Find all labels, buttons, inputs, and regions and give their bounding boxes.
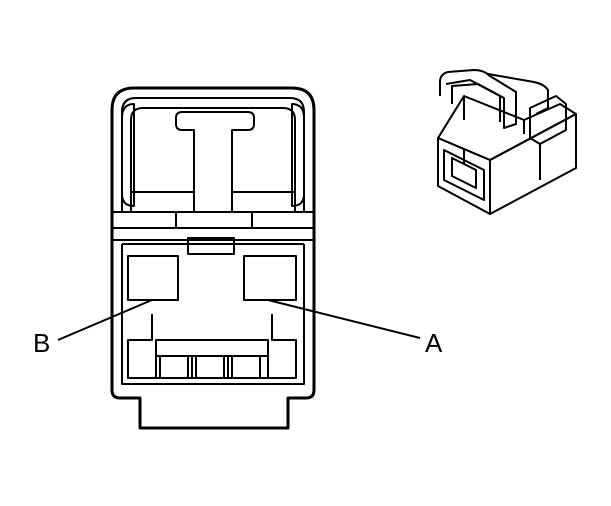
callout-label-b: B (33, 328, 51, 358)
latch-inner-frame-2 (130, 107, 296, 212)
terminal-window-b (127, 255, 179, 301)
lower-slot (155, 339, 269, 379)
iso-box-side (489, 113, 577, 215)
iso-side-step (529, 95, 567, 145)
callout-label-a: A (425, 328, 443, 358)
lower-tab-center (195, 355, 225, 379)
center-notch (187, 237, 235, 255)
iso-front-opening-inner (451, 157, 477, 189)
connector-body-outline (110, 86, 316, 430)
connector-front-view (110, 86, 316, 430)
left-rail (121, 103, 135, 207)
iso-latch (439, 69, 517, 129)
leader-line-b (57, 299, 153, 341)
iso-latch-bar (487, 73, 549, 115)
connector-iso-view (437, 69, 577, 215)
cavity-outline (121, 244, 305, 385)
lower-tab-left (159, 355, 189, 379)
latch-inner-frame (121, 97, 305, 212)
right-rail (291, 103, 305, 207)
lower-housing (127, 314, 297, 379)
t-key (175, 111, 255, 213)
lower-tab-right (231, 355, 261, 379)
leader-line-a (267, 299, 421, 339)
iso-front-opening (443, 149, 485, 201)
terminal-window-a (243, 255, 297, 301)
iso-latch-inner (445, 79, 501, 122)
